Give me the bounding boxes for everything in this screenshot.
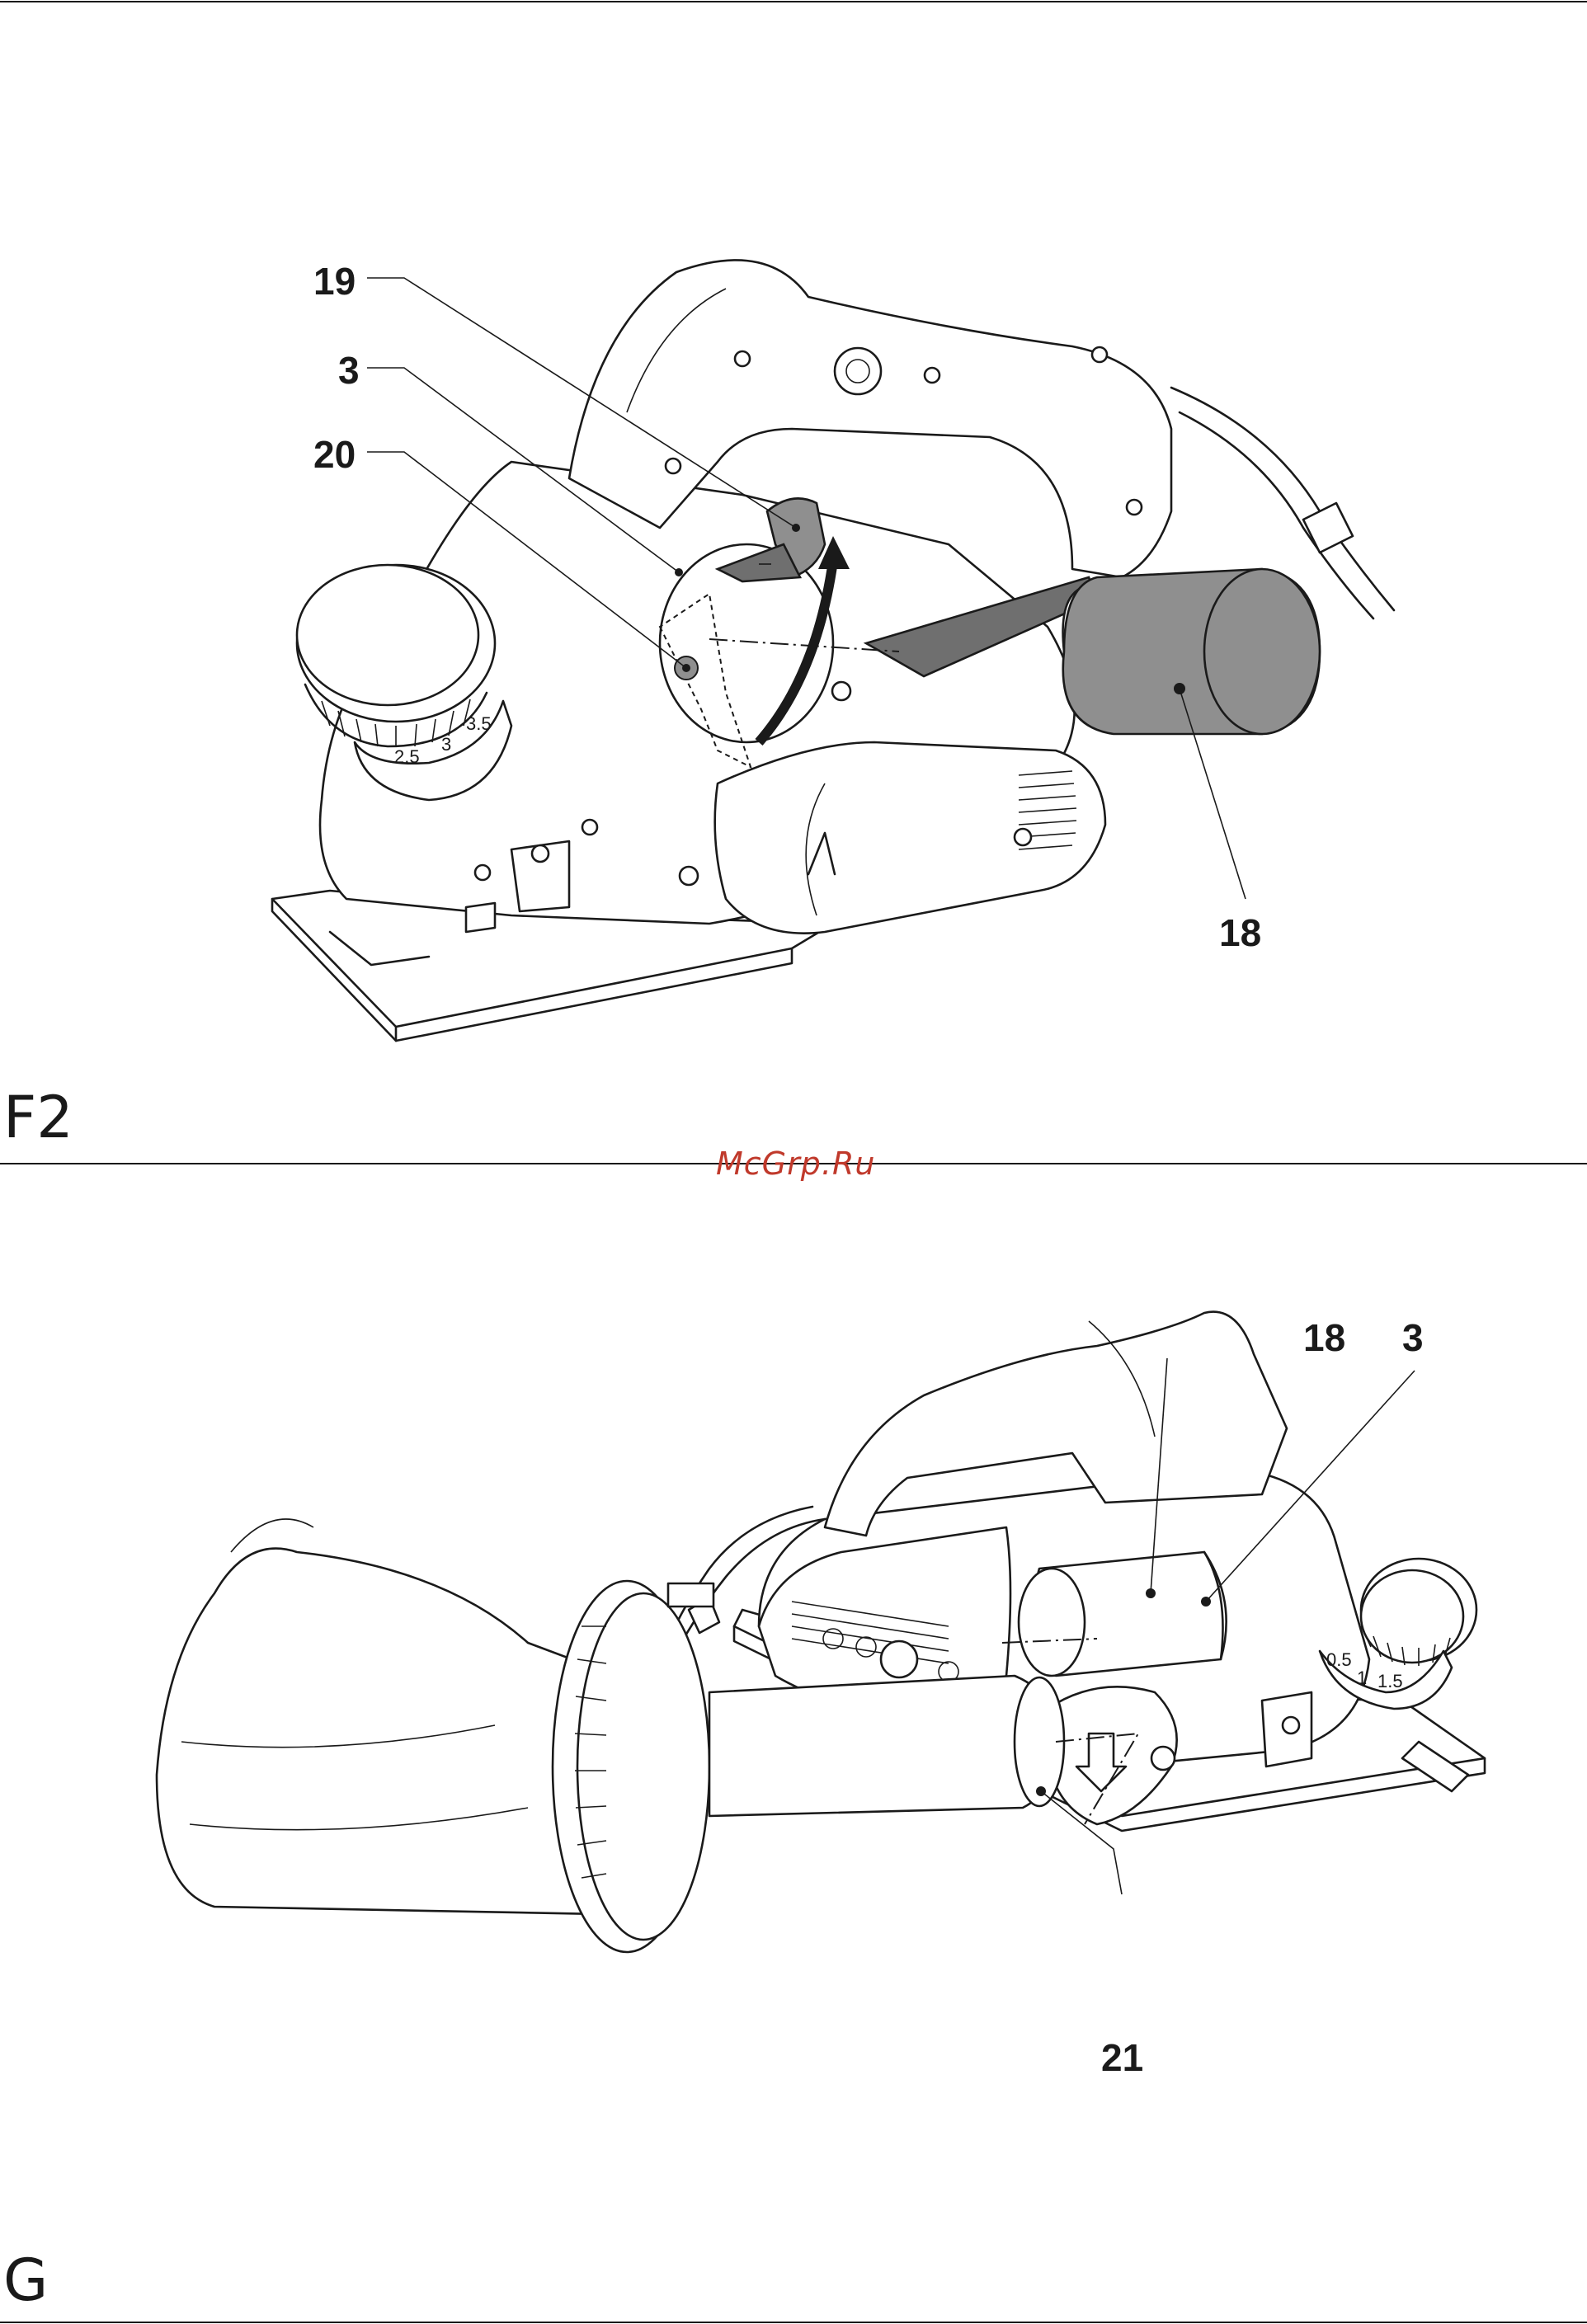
g-dial-mark-1-5: 1.5 xyxy=(1377,1671,1403,1691)
g-callout-21: 21 xyxy=(1101,2039,1143,2077)
f2-planer-illustration: 2.5 3 3.5 xyxy=(0,0,1587,1163)
f2-dial-mark-3: 3 xyxy=(441,734,451,755)
figure-f2: 2.5 3 3.5 xyxy=(0,0,1587,1163)
f2-callout-3: 3 xyxy=(338,351,360,389)
g-dial-mark-1: 1 xyxy=(1357,1668,1367,1688)
f2-dial-mark-2-5: 2.5 xyxy=(394,746,420,767)
f2-callout-20: 20 xyxy=(313,435,356,473)
g-dial-mark-0-5: 0.5 xyxy=(1326,1649,1352,1670)
g-callout-18: 18 xyxy=(1303,1319,1345,1357)
f2-figure-label: F2 xyxy=(3,1089,73,1146)
f2-callout-18: 18 xyxy=(1219,914,1261,952)
g-callout-3: 3 xyxy=(1402,1319,1424,1357)
g-figure-label: G xyxy=(3,2251,48,2309)
f2-dial-mark-3-5: 3.5 xyxy=(466,713,492,734)
g-planer-illustration: 0.5 1 1.5 xyxy=(0,1164,1587,2324)
f2-callout-19: 19 xyxy=(313,262,356,300)
figure-g: 0.5 1 1.5 18 3 21 xyxy=(0,1164,1587,2324)
bottom-rule xyxy=(0,2322,1587,2323)
